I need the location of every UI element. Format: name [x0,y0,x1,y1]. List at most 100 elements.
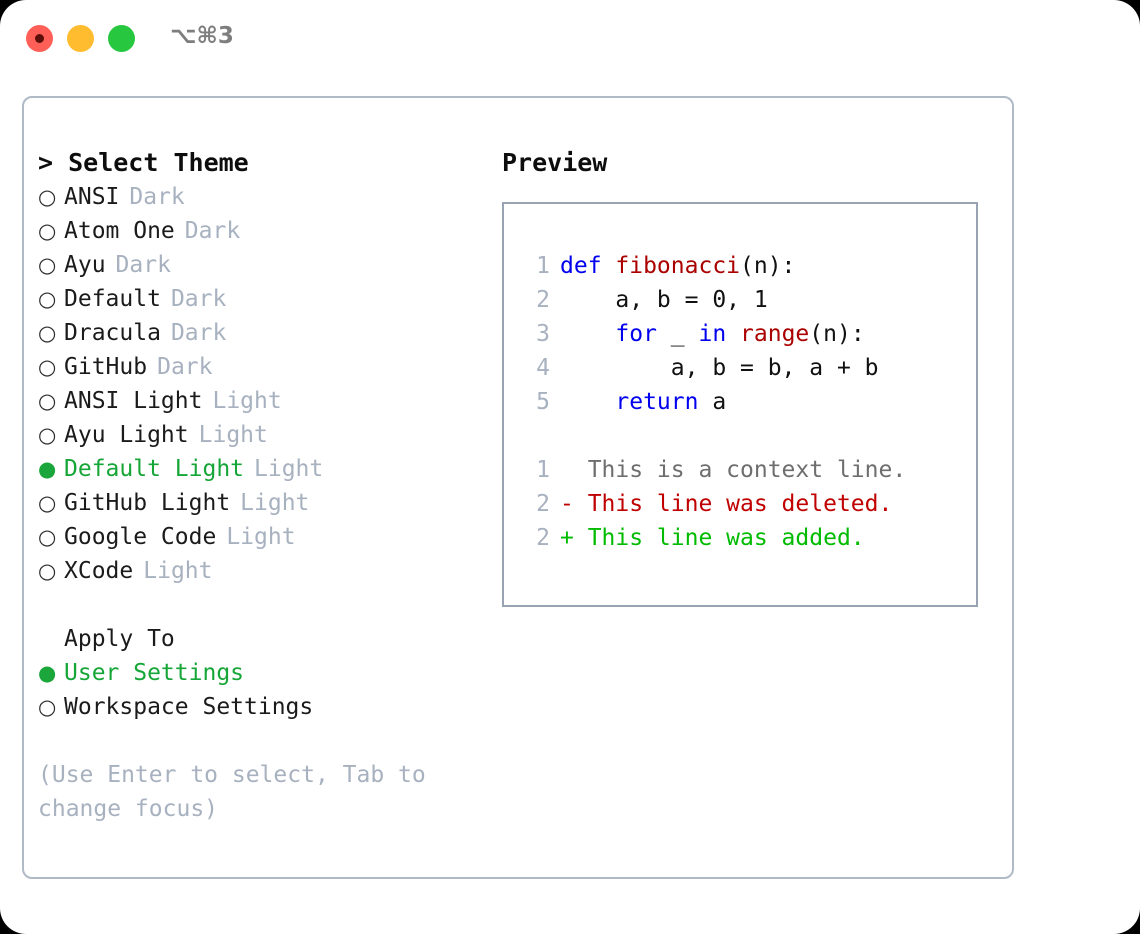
code-token: in [698,321,727,347]
list-item[interactable]: ○ XCode Light [38,554,498,588]
list-item-label: User Settings [64,660,245,686]
maximize-window-icon[interactable] [108,25,135,52]
list-item[interactable]: ○ Dracula Dark [38,316,498,350]
line-number: 2 [536,491,550,517]
line-number: 4 [536,355,550,381]
preview-title: Preview [502,148,608,177]
apply-to-list[interactable]: ● User Settings ○ Workspace Settings [38,656,498,724]
list-item-kind: Light [198,422,268,448]
list-item[interactable]: ● Default Light Light [38,452,498,486]
list-item[interactable]: ○ Workspace Settings [38,690,498,724]
list-item-label: Google Code [64,524,217,550]
list-item[interactable]: ○ GitHub Light Light [38,486,498,520]
code-token: for [615,321,657,347]
list-item[interactable]: ● User Settings [38,656,498,690]
title-bar: ⌥⌘3 [0,0,1140,80]
list-item-label: GitHub [64,354,148,380]
radio-unselected-icon: ○ [38,389,57,413]
list-item-label: Default [64,286,161,312]
list-item-label: Workspace Settings [64,694,314,720]
list-item-label: Default Light [64,456,245,482]
diff-line: 2 - This line was deleted. [516,487,970,521]
code-line: 4 a, b = b, a + b [516,351,970,385]
radio-selected-icon: ● [38,661,57,685]
preview-box: 1 def fibonacci(n): 2 a, b = 0, 1 3 for _ i… [502,202,978,607]
list-item-kind: Dark [170,286,227,312]
list-item[interactable]: ○ Google Code Light [38,520,498,554]
code-text: for _ in range(n): [560,317,864,351]
radio-unselected-icon: ○ [38,525,57,549]
list-item-kind: Dark [170,320,227,346]
radio-unselected-icon: ○ [38,253,57,277]
code-token: return [615,389,699,415]
close-window-icon[interactable] [26,25,53,52]
radio-unselected-icon: ○ [38,559,57,583]
list-item-kind: Light [254,456,324,482]
code-line: 3 for _ in range(n): [516,317,970,351]
preview-code-area: 1 def fibonacci(n): 2 a, b = 0, 1 3 for _ i… [516,249,970,555]
code-token: _ [656,321,699,347]
list-item-kind: Dark [184,218,241,244]
section-spacer [38,588,498,622]
code-sample: 1 def fibonacci(n): 2 a, b = 0, 1 3 for _ i… [516,249,970,419]
diff-text: - This line was deleted. [560,491,893,517]
radio-unselected-icon: ○ [38,491,57,515]
line-number: 2 [536,287,550,313]
list-item[interactable]: ○ Atom One Dark [38,214,498,248]
code-token [726,321,740,347]
list-item-label: XCode [64,558,134,584]
code-token: a [698,389,727,415]
radio-unselected-icon: ○ [38,423,57,447]
code-line: 5 return a [516,385,970,419]
code-token: (n): [740,253,796,279]
list-item-label: Dracula [64,320,161,346]
list-item-label: Atom One [64,218,175,244]
list-item-label: ANSI [64,184,120,210]
line-number: 1 [536,457,550,483]
code-line: 1 def fibonacci(n): [516,249,970,283]
radio-selected-icon: ● [38,457,57,481]
diff-line: 1 This is a context line. [516,453,970,487]
line-number: 2 [536,525,550,551]
code-token: a, b = b, a + b [560,355,879,381]
radio-unselected-icon: ○ [38,321,57,345]
code-text: a, b = 0, 1 [560,283,768,317]
code-token: def [560,253,616,279]
line-number: 1 [536,253,550,279]
diff-text: + This line was added. [560,525,865,551]
list-item[interactable]: ○ Ayu Light Light [38,418,498,452]
list-item-kind: Light [226,524,296,550]
list-item-kind: Dark [157,354,213,380]
list-item-label: Ayu Light [64,422,189,448]
minimize-window-icon[interactable] [67,25,94,52]
radio-unselected-icon: ○ [38,185,57,209]
keyboard-shortcut-label: ⌥⌘3 [170,23,234,49]
list-item-label: GitHub Light [64,490,231,516]
list-item-label: Ayu [64,252,106,278]
preview-column: Preview 1 def fibonacci(n): 2 a, b = 0, 1 3… [502,146,1002,607]
radio-unselected-icon: ○ [38,219,57,243]
line-number: 5 [536,389,550,415]
list-item-kind: Light [143,558,213,584]
code-token: fibonacci [615,253,741,279]
keyboard-hint-text: (Use Enter to select, Tab to change focu… [38,762,440,822]
list-item-kind: Light [240,490,310,516]
radio-unselected-icon: ○ [38,695,57,719]
line-number: 3 [536,321,550,347]
code-token [560,321,615,347]
code-token: a, b = 0, 1 [560,287,768,313]
code-text: a, b = b, a + b [560,351,879,385]
diff-line: 2 + This line was added. [516,521,970,555]
window-controls [26,25,135,52]
list-item-kind: Light [212,388,282,414]
select-theme-header: > Select Theme [38,148,249,177]
